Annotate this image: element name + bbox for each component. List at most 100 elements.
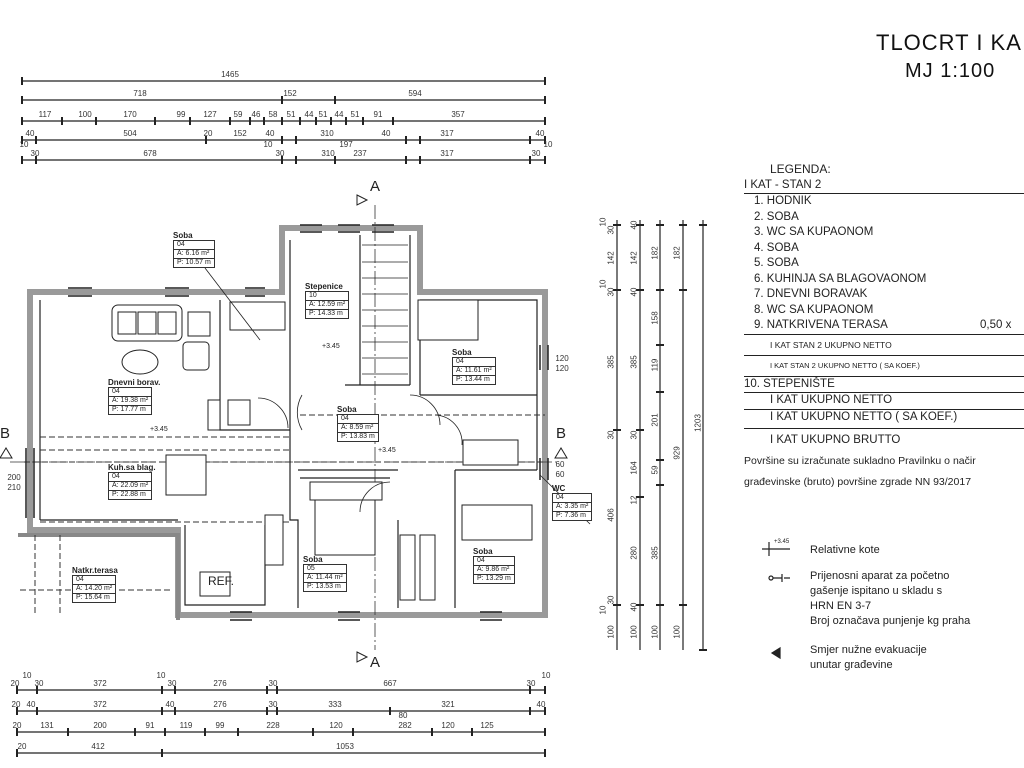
section-mark-a-top: A — [370, 178, 381, 195]
dimension-label: 117 — [38, 110, 52, 119]
drawing-scale: MJ 1:100 — [905, 60, 996, 82]
legend-kat-netto: I KAT UKUPNO NETTO — [744, 393, 1024, 410]
legend-item-label: 9. NATKRIVENA TERASA — [754, 319, 888, 331]
dimension-label: 310 — [320, 129, 334, 138]
dimension-label: 667 — [383, 679, 397, 688]
dimension-label: 100 — [78, 110, 92, 119]
dimension-label: 40 — [25, 129, 35, 138]
dimension-label: 282 — [398, 721, 412, 730]
dimension-label: 372 — [93, 700, 107, 709]
section-mark-a-bottom: A — [370, 654, 381, 671]
dimension-label: 30 — [606, 225, 616, 235]
legend-item: 6. KUHINJA SA BLAGOVAONOM — [754, 272, 927, 285]
legend-item: 5. SOBA — [754, 257, 799, 269]
dimension-label: 51 — [350, 110, 360, 119]
dimension-label: 372 — [93, 679, 107, 688]
dimension-label: 119 — [650, 358, 660, 372]
dimension-label: 120 — [329, 721, 343, 730]
section-triangles — [0, 194, 568, 663]
elevation-symbol-label: Relativne kote — [810, 544, 880, 556]
dimension-label: 30 — [606, 595, 616, 605]
dimension-label: 40 — [629, 602, 639, 612]
dimension-label: 91 — [373, 110, 383, 119]
legend-item-10: 10. STEPENIŠTE — [744, 377, 1024, 393]
extinguisher-text-line: Prijenosni aparat za početno — [810, 570, 950, 582]
dimension-label: 46 — [251, 110, 261, 119]
dimension-label: 357 — [451, 110, 465, 119]
dimension-label: 152 — [233, 129, 247, 138]
refrigerator-label: REF. — [208, 574, 235, 588]
dimension-label: 30 — [629, 430, 639, 440]
dimension-label: 80 — [398, 711, 408, 720]
legend-kat-netto-koef: I KAT UKUPNO NETTO ( SA KOEF.) — [744, 410, 1024, 429]
door-swings — [257, 394, 463, 513]
dimension-label: 412 — [91, 742, 105, 751]
elevation-mark: +3.45 — [322, 343, 340, 350]
dimension-label: 385 — [606, 355, 616, 369]
dimension-label: 1203 — [693, 414, 703, 432]
dimension-label: 929 — [672, 446, 682, 460]
dimension-label: 10 — [263, 140, 273, 149]
dimension-label: 10 — [19, 140, 29, 149]
dimension-label: 182 — [650, 246, 660, 260]
dimension-label: 228 — [266, 721, 280, 730]
legend: LEGENDA: I KAT - STAN 2 1. HODNIK 2. SOB… — [744, 162, 1024, 493]
dimension-label: 385 — [650, 546, 660, 560]
dimension-label: 321 — [441, 700, 455, 709]
dimension-label: 51 — [286, 110, 296, 119]
dimension-label: 100 — [650, 625, 660, 639]
hidden-lines — [20, 414, 545, 615]
dimension-label: 333 — [328, 700, 342, 709]
dimension-label: 504 — [123, 129, 137, 138]
dimension-label: 276 — [213, 679, 227, 688]
dimension-label: 30 — [167, 679, 177, 688]
dimension-label: 10 — [156, 671, 166, 680]
dimension-label: 20 — [11, 700, 21, 709]
dimension-label: 131 — [40, 721, 54, 730]
dimension-label: 142 — [629, 251, 639, 265]
dimension-label: 30 — [268, 679, 278, 688]
dimension-label: 40 — [535, 129, 545, 138]
dimension-label: 30 — [526, 679, 536, 688]
terrace-coefficient: 0,50 x — [980, 319, 1012, 331]
window-dim: 200 — [7, 473, 21, 482]
dimension-label: 201 — [650, 413, 660, 427]
dimension-label: 119 — [179, 721, 193, 730]
windows — [25, 224, 549, 621]
evacuation-text-line: Smjer nužne evakuacije — [810, 644, 927, 656]
dimension-label: 30 — [606, 430, 616, 440]
dimension-label: 44 — [304, 110, 314, 119]
dimension-label: 406 — [606, 508, 616, 522]
dimension-label: 100 — [672, 625, 682, 639]
dimension-label: 51 — [318, 110, 328, 119]
legend-item: 4. SOBA — [754, 241, 799, 254]
dimension-label: 310 — [321, 149, 335, 158]
dimension-label: 317 — [440, 149, 454, 158]
elevation-mark: +3.45 — [378, 447, 396, 454]
legend-section: I KAT - STAN 2 — [744, 178, 1024, 194]
dimension-label: 197 — [339, 140, 353, 149]
dimension-label: 125 — [480, 721, 494, 730]
dimension-label: 20 — [203, 129, 213, 138]
dimension-label: 30 — [531, 149, 541, 158]
dimension-label: 20 — [12, 721, 22, 730]
legend-item: 2. SOBA — [754, 210, 799, 223]
dimension-label: 170 — [123, 110, 137, 119]
dimension-label: 100 — [629, 625, 639, 639]
dimension-label: 99 — [176, 110, 186, 119]
legend-note-2: građevinske (bruto) površine zgrade NN 9… — [744, 475, 972, 488]
window-dim: 120 — [555, 364, 569, 373]
dimension-label: 152 — [283, 89, 297, 98]
dimension-label: 99 — [215, 721, 225, 730]
dimension-label: 30 — [34, 679, 44, 688]
extinguisher-text-line: HRN EN 3-7 — [810, 600, 872, 612]
dimension-label: 594 — [408, 89, 422, 98]
dimension-label: 142 — [606, 251, 616, 265]
dimension-label: 40 — [165, 700, 175, 709]
dimension-label: 10 — [543, 140, 553, 149]
